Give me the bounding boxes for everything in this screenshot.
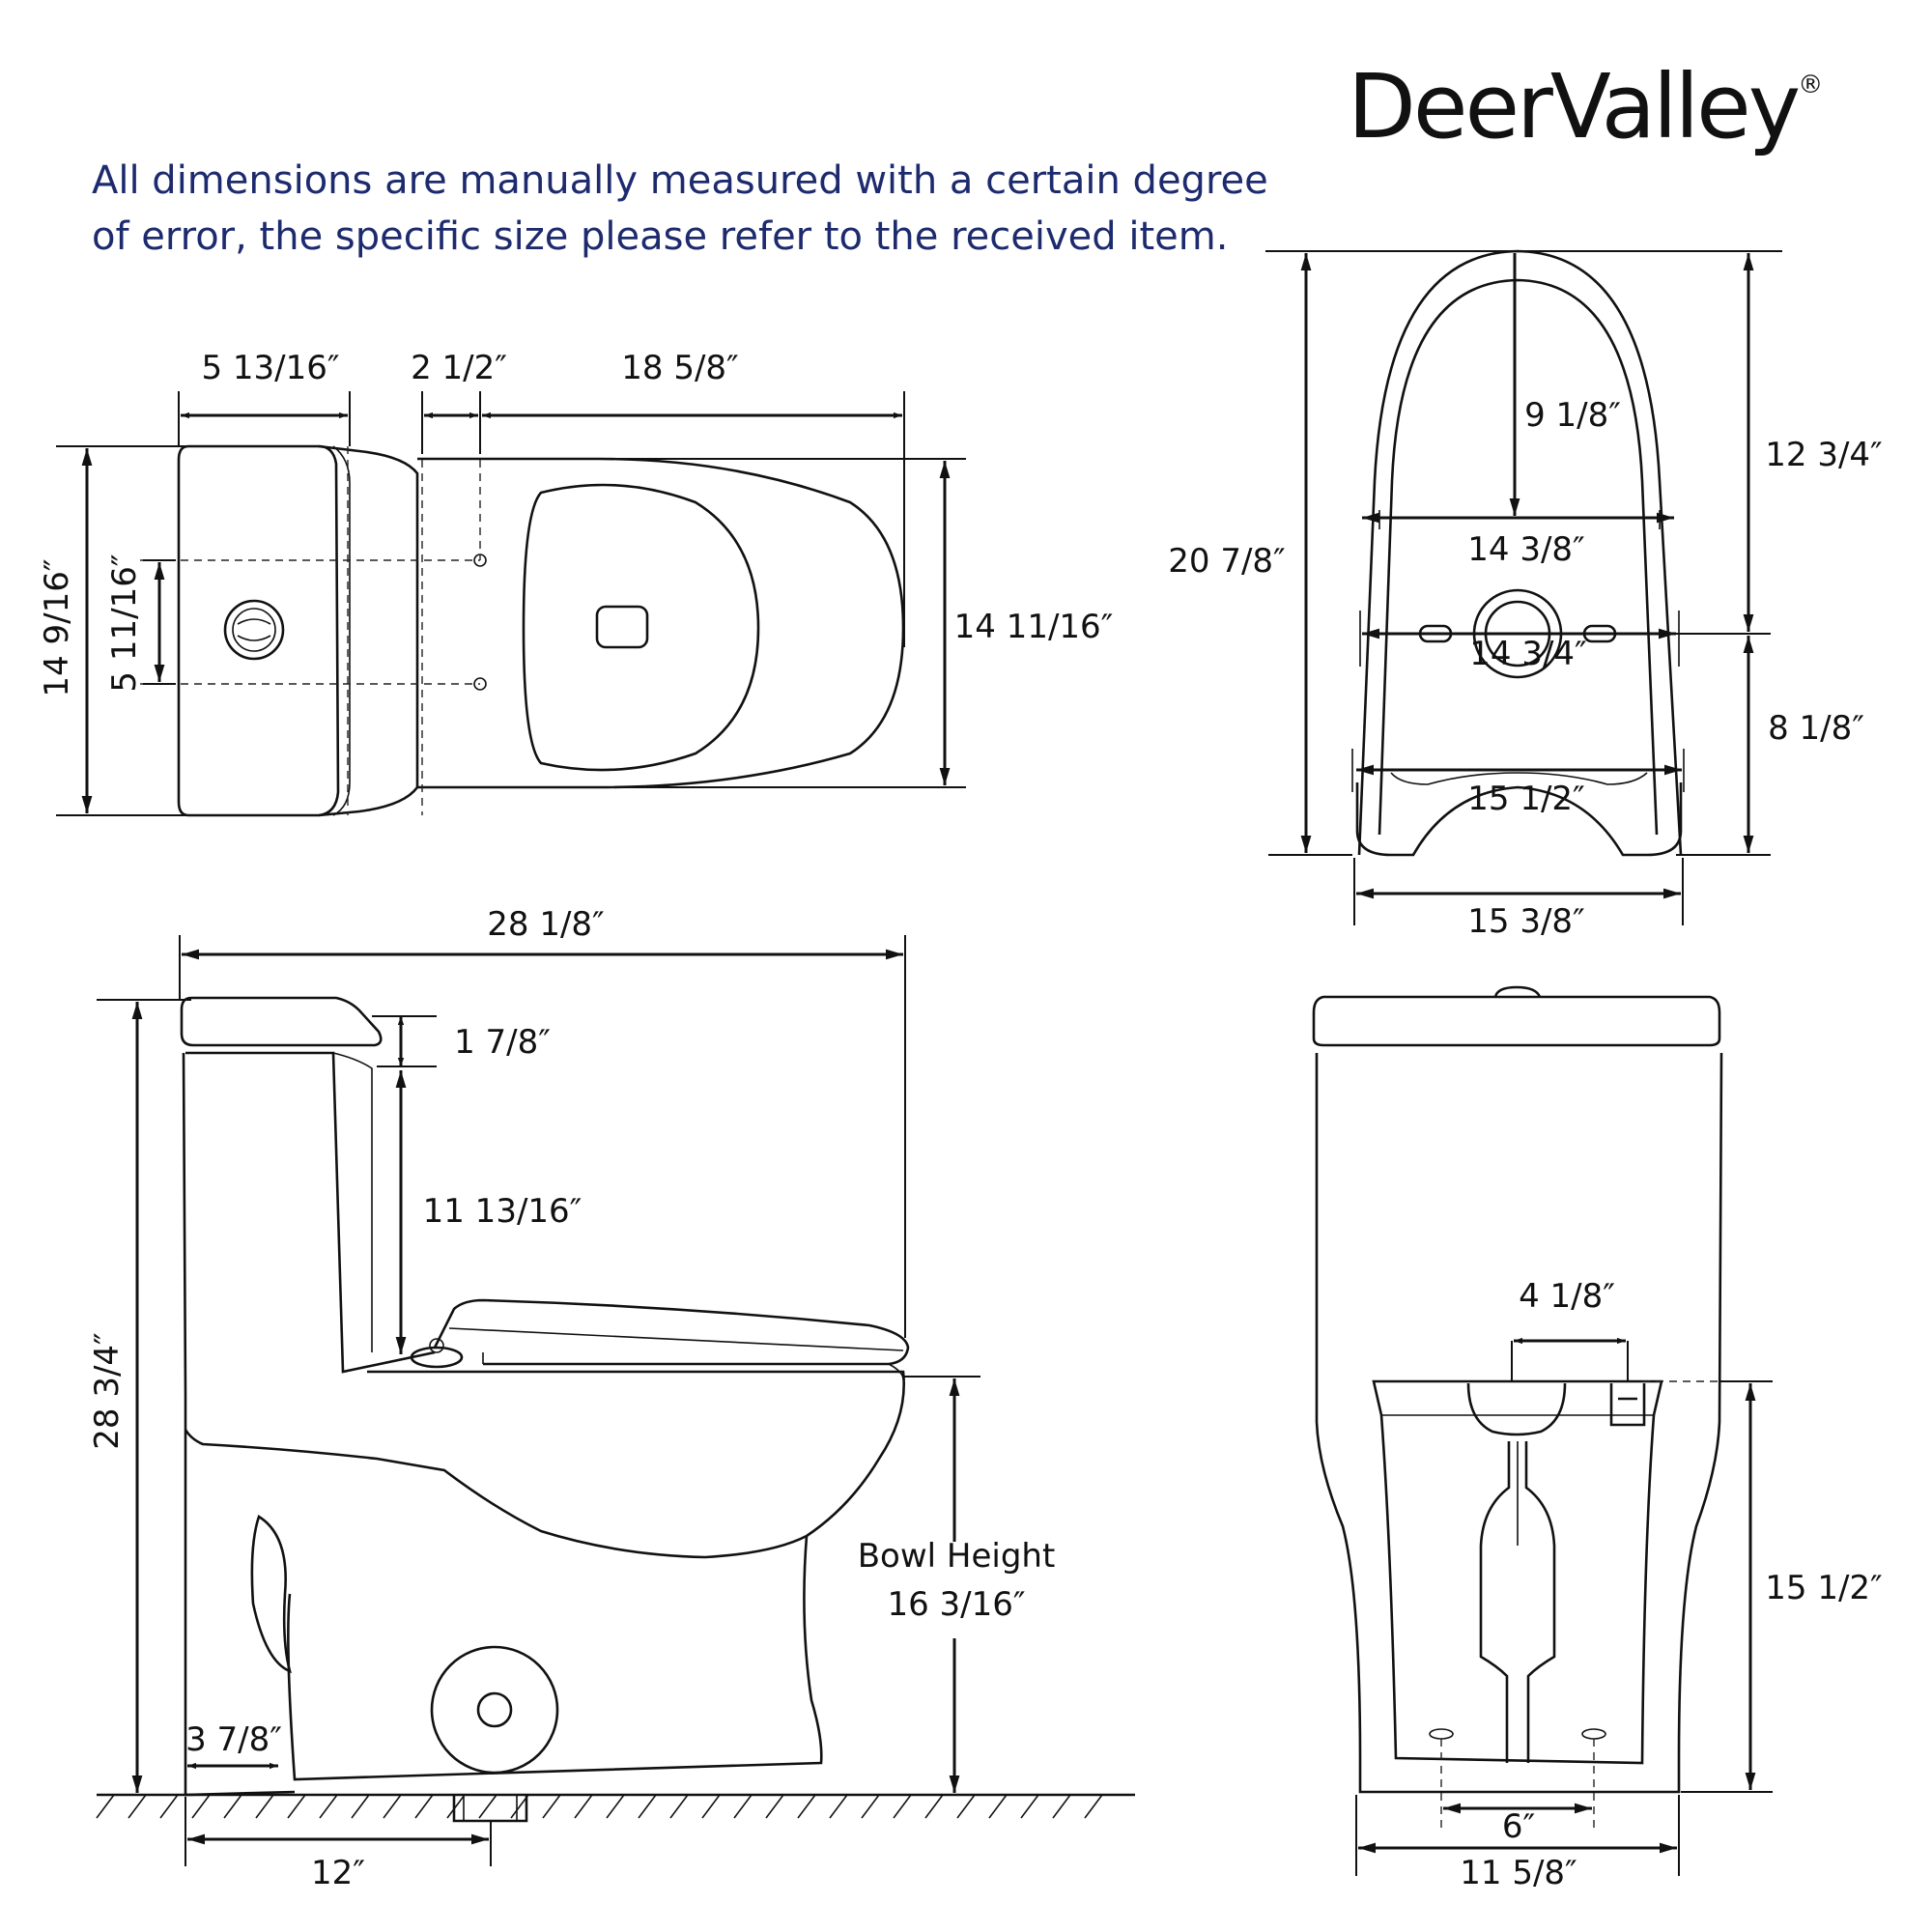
hatch-stroke [414, 1794, 434, 1819]
dim-outlet-width: 4 1/8″ [1519, 1277, 1615, 1316]
hatch-stroke [319, 1794, 338, 1819]
hatch-stroke [191, 1794, 211, 1819]
hatch-stroke [446, 1794, 466, 1819]
dim-bowl-length: 18 5/8″ [621, 349, 739, 387]
top-view-seat [522, 483, 760, 772]
brand-name: DeerValley [1348, 55, 1799, 158]
floor-hatch [96, 1794, 1103, 1819]
hatch-stroke [287, 1794, 306, 1819]
top-view-flush-hole [595, 605, 649, 649]
rear-view-lid [1312, 995, 1721, 1047]
dim-hole-spacing: 5 11/16″ [105, 554, 144, 692]
brand-registered-mark: ® [1798, 71, 1820, 99]
dim-inner-depth: 9 1/8″ [1524, 396, 1621, 435]
hatch-stroke [797, 1794, 816, 1819]
hatch-stroke [1052, 1794, 1071, 1819]
dim-lid-height: 1 7/8″ [454, 1023, 551, 1062]
side-view-lid [180, 996, 383, 1047]
top-view-tank [177, 444, 340, 817]
dim-bolt-spacing: 6″ [1502, 1807, 1535, 1846]
hatch-stroke [510, 1794, 529, 1819]
hatch-stroke [733, 1794, 753, 1819]
dim-width-a: 14 3/8″ [1467, 530, 1585, 569]
dim-side-total-length: 28 1/8″ [487, 905, 605, 944]
flush-button-icon [223, 599, 285, 661]
dim-hole-offset: 2 1/2″ [411, 349, 507, 387]
hatch-stroke [1020, 1794, 1039, 1819]
hatch-stroke [829, 1794, 848, 1819]
front-top-view: 20 7/8″ 9 1/8″ 12 3/4″ 14 3/8″ 14 3/4″ 8… [1168, 249, 1883, 941]
hatch-stroke [956, 1794, 976, 1819]
dim-total-height: 28 3/4″ [88, 1332, 127, 1450]
hatch-stroke [893, 1794, 912, 1819]
rear-view: 4 1/8″ 15 1/2″ 6″ 11 5/8″ [1312, 985, 1883, 1892]
hatch-stroke [383, 1794, 402, 1819]
dim-bowl-width: 14 11/16″ [954, 608, 1114, 646]
dim-rear-base-width: 11 5/8″ [1460, 1854, 1577, 1892]
hatch-stroke [478, 1794, 497, 1819]
hatch-stroke [1084, 1794, 1103, 1819]
hatch-stroke [669, 1794, 689, 1819]
hatch-stroke [542, 1794, 561, 1819]
hatch-stroke [988, 1794, 1008, 1819]
hatch-stroke [128, 1794, 147, 1819]
dim-tank-depth: 5 13/16″ [201, 349, 339, 387]
dim-rough-in: 12″ [311, 1854, 365, 1892]
dim-total-width: 14 9/16″ [38, 558, 76, 696]
hatch-stroke [861, 1794, 880, 1819]
side-view: 28 1/8″ 1 7/8″ 11 13/16″ 28 3/4″ Bowl He… [88, 905, 1135, 1892]
hatch-stroke [574, 1794, 593, 1819]
dim-width-b: 14 3/4″ [1469, 635, 1587, 673]
hatch-stroke [606, 1794, 625, 1819]
hatch-stroke [924, 1794, 944, 1819]
dim-base-height: 15 1/2″ [1765, 1569, 1883, 1607]
dim-front-length: 8 1/8″ [1768, 709, 1864, 748]
brand-logo: DeerValley® [1348, 55, 1820, 158]
top-view: 5 13/16″ 2 1/2″ 18 5/8″ 14 9/16″ 5 11/16… [38, 349, 1114, 817]
dim-wall-gap: 3 7/8″ [185, 1720, 282, 1759]
disclaimer-line-2: of error, the specific size please refer… [92, 214, 1228, 259]
hatch-stroke [765, 1794, 784, 1819]
disclaimer-line-1: All dimensions are manually measured wit… [92, 158, 1268, 203]
hatch-stroke [96, 1794, 115, 1819]
bowl-height-label: Bowl Height [858, 1537, 1056, 1576]
dim-base-width: 15 3/8″ [1467, 902, 1585, 941]
side-view-trapway-icon [430, 1645, 559, 1775]
dim-rear-length: 12 3/4″ [1765, 436, 1883, 474]
hatch-stroke [638, 1794, 657, 1819]
hatch-stroke [351, 1794, 370, 1819]
hatch-stroke [701, 1794, 721, 1819]
dim-front-total-length: 20 7/8″ [1168, 542, 1286, 581]
dim-bowl-height: 16 3/16″ [887, 1585, 1025, 1624]
dim-width-c: 15 1/2″ [1467, 780, 1585, 818]
side-view-tank [182, 1051, 436, 1397]
hatch-stroke [255, 1794, 274, 1819]
hatch-stroke [223, 1794, 242, 1819]
dim-tank-height: 11 13/16″ [423, 1192, 582, 1231]
side-view-seat [433, 1298, 910, 1366]
hatch-stroke [159, 1794, 179, 1819]
